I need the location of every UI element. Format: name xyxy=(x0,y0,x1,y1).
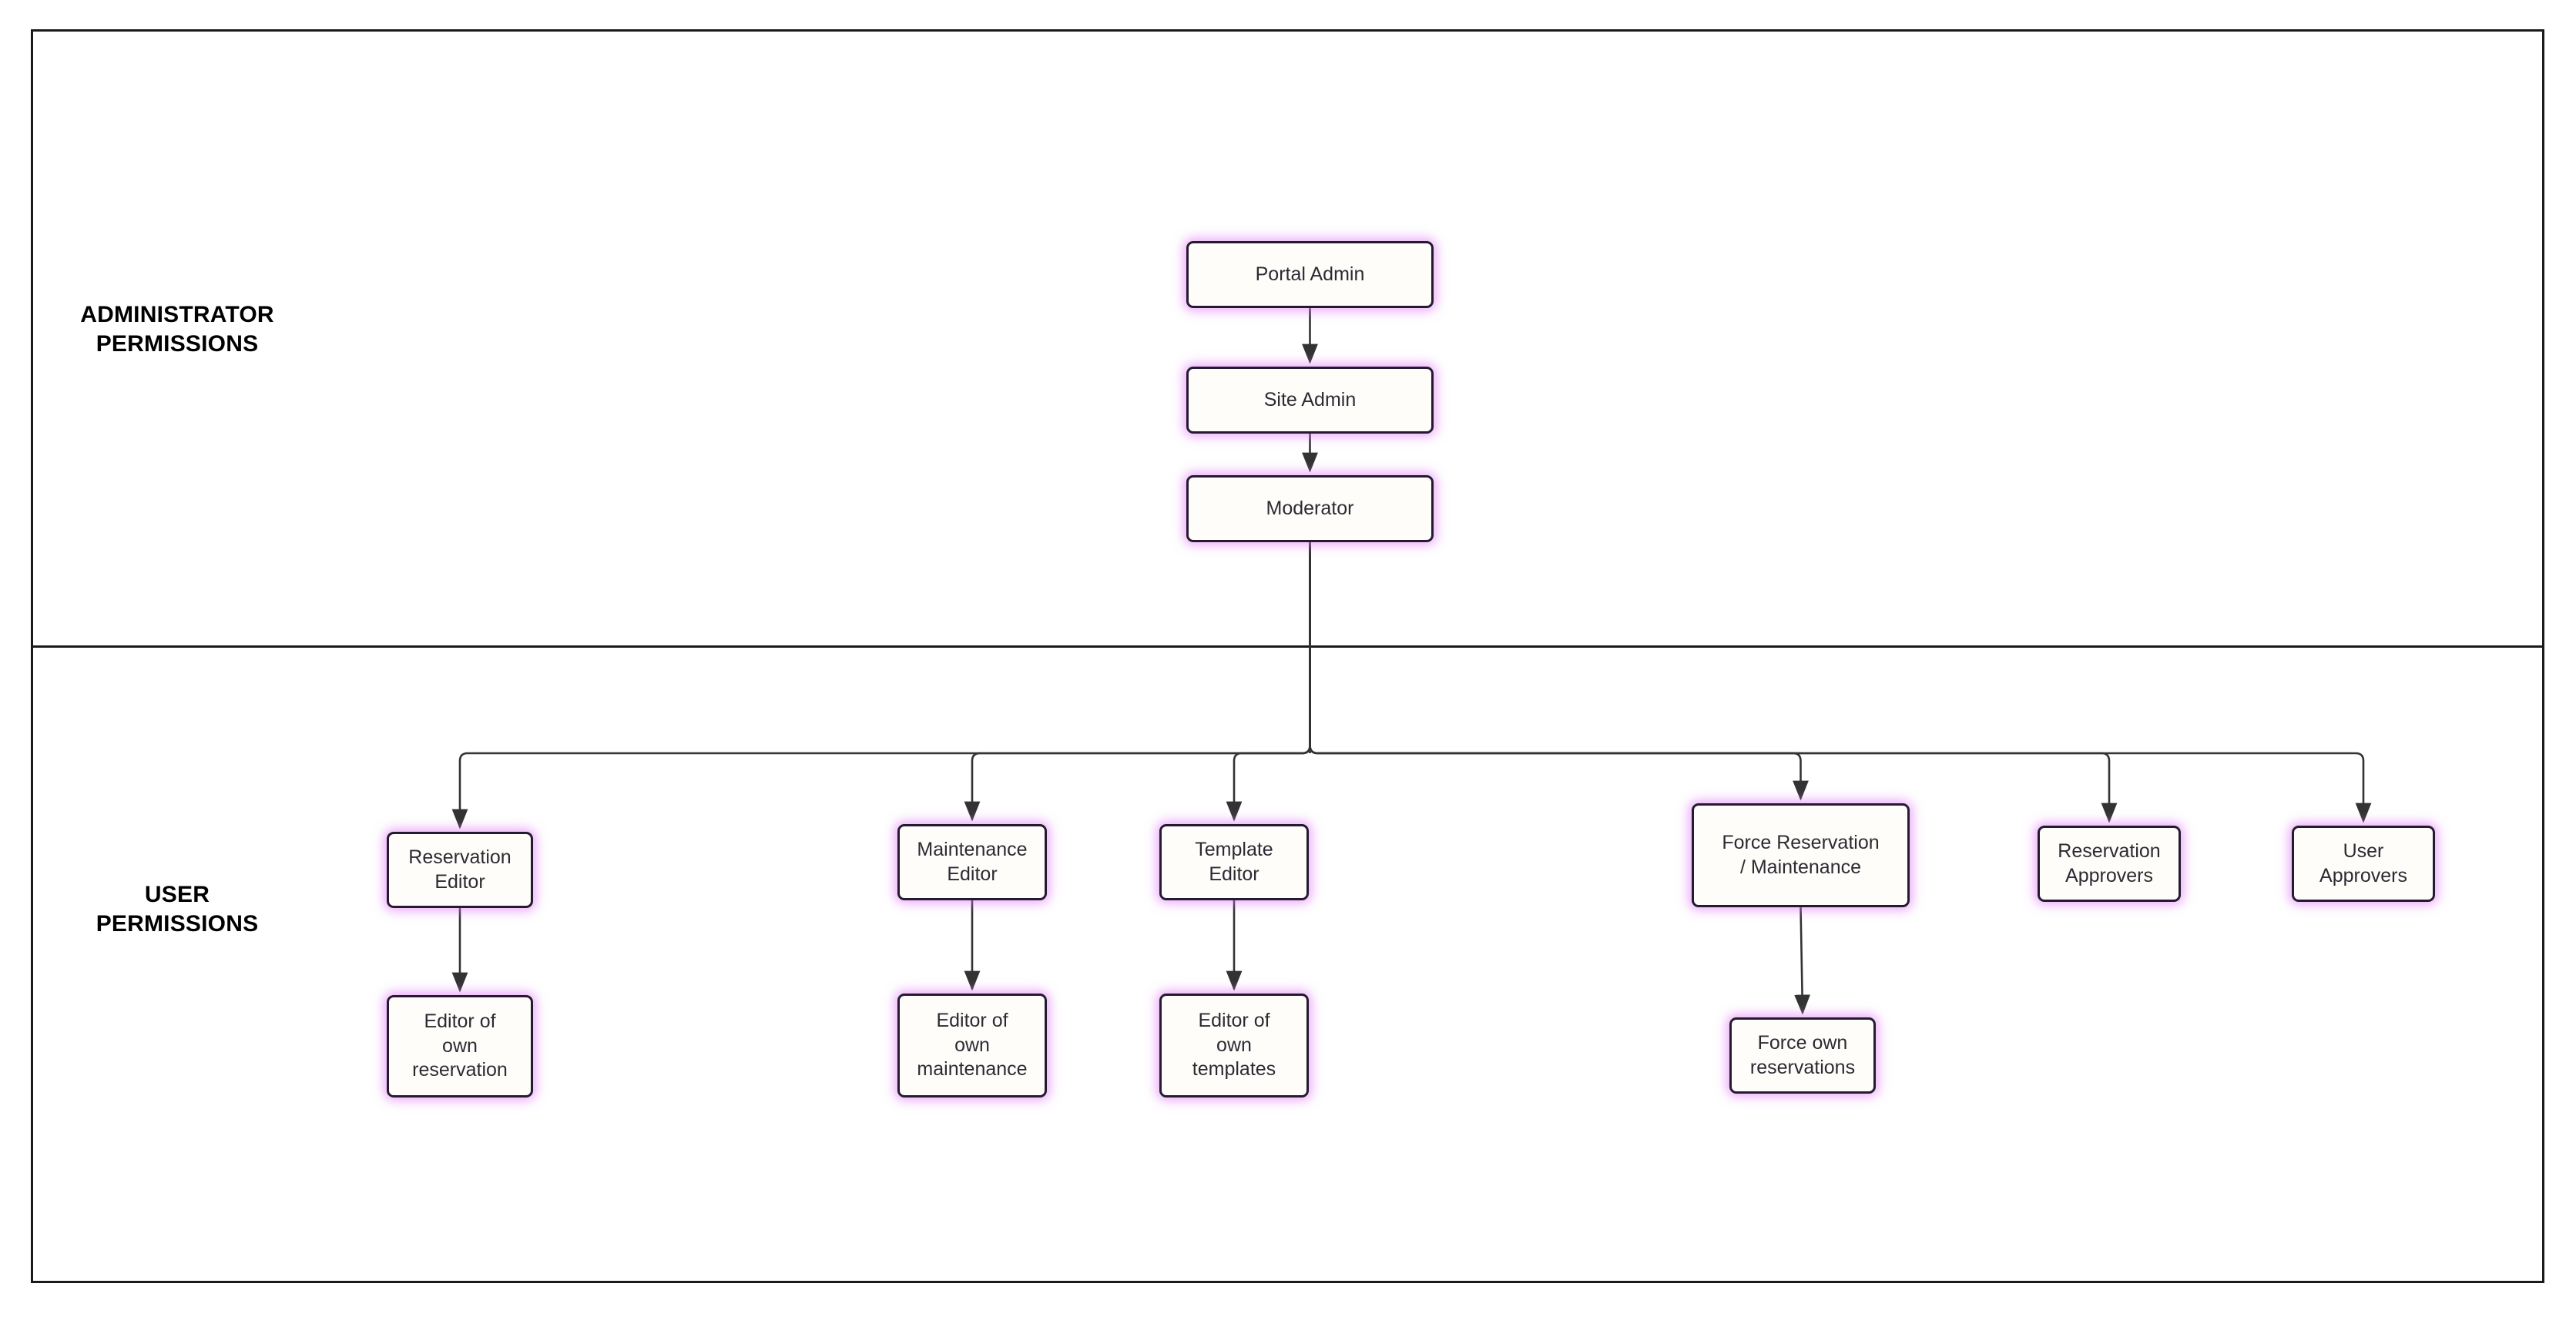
node-label: User Approvers xyxy=(2319,839,2407,888)
node-label: Template Editor xyxy=(1195,838,1273,886)
node-label: Portal Admin xyxy=(1256,263,1365,287)
node-label: Maintenance Editor xyxy=(917,838,1027,886)
node-label: Editor of own reservation xyxy=(412,1010,508,1083)
node-force-own-reservations[interactable]: Force own reservations xyxy=(1729,1017,1876,1094)
node-portal-admin[interactable]: Portal Admin xyxy=(1186,241,1434,308)
node-template-editor[interactable]: Template Editor xyxy=(1159,824,1309,900)
node-editor-own-templates[interactable]: Editor of own templates xyxy=(1159,994,1309,1098)
node-user-approvers[interactable]: User Approvers xyxy=(2292,826,2435,902)
node-label: Reservation Editor xyxy=(408,846,511,894)
node-label: Site Admin xyxy=(1264,388,1357,413)
node-editor-own-maintenance[interactable]: Editor of own maintenance xyxy=(897,994,1047,1098)
lane-title-user-permissions: USER PERMISSIONS xyxy=(15,880,339,938)
node-force-reservation-maintenance[interactable]: Force Reservation / Maintenance xyxy=(1692,803,1910,907)
node-reservation-approvers[interactable]: Reservation Approvers xyxy=(2038,826,2181,902)
node-reservation-editor[interactable]: Reservation Editor xyxy=(387,832,533,908)
node-site-admin[interactable]: Site Admin xyxy=(1186,367,1434,434)
node-label: Reservation Approvers xyxy=(2058,839,2160,888)
node-label: Editor of own maintenance xyxy=(917,1009,1027,1082)
node-label: Force own reservations xyxy=(1750,1031,1855,1080)
lane-divider xyxy=(31,645,2544,648)
node-label: Moderator xyxy=(1266,497,1354,521)
lane-title-administrator-permissions: ADMINISTRATOR PERMISSIONS xyxy=(15,300,339,358)
node-editor-own-reservation[interactable]: Editor of own reservation xyxy=(387,995,533,1098)
node-label: Force Reservation / Maintenance xyxy=(1722,831,1879,880)
node-moderator[interactable]: Moderator xyxy=(1186,475,1434,542)
node-maintenance-editor[interactable]: Maintenance Editor xyxy=(897,824,1047,900)
node-label: Editor of own templates xyxy=(1192,1009,1276,1082)
